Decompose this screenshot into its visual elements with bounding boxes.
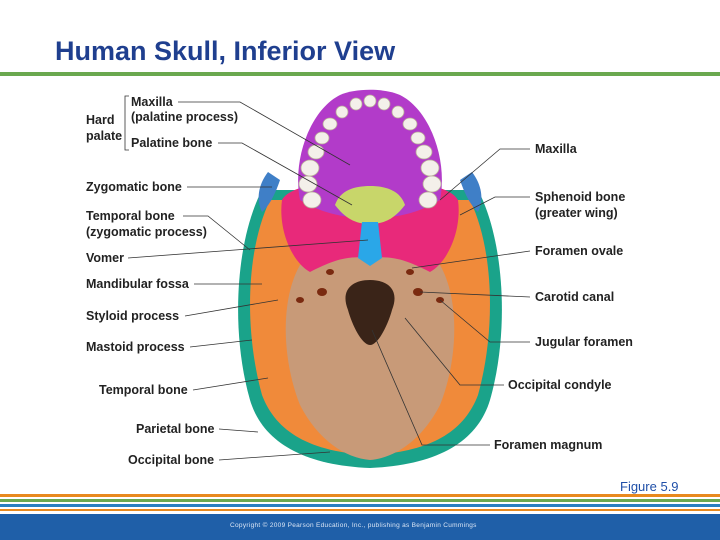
zygomatic-region-right <box>460 172 482 212</box>
footer-stripes <box>0 494 720 512</box>
zygomatic-region-left <box>258 172 280 212</box>
label-occipital-bone: Occipital bone <box>128 453 214 467</box>
title-underline <box>0 72 720 76</box>
foramen-magnum <box>345 280 395 345</box>
label-mandibular-fossa: Mandibular fossa <box>86 277 190 291</box>
skull-illustration <box>238 89 502 468</box>
label-occipital-condyle: Occipital condyle <box>508 378 612 392</box>
label-foramen-ovale: Foramen ovale <box>535 244 623 258</box>
left-leader-lines <box>127 101 369 461</box>
figure-label: Figure 5.9 <box>620 479 679 494</box>
palatine-region <box>335 186 405 224</box>
hard-palate-bracket <box>124 95 129 151</box>
label-zygomatic-bone: Zygomatic bone <box>86 180 182 194</box>
label-temporal-bone: Temporal bone <box>99 383 188 397</box>
label-carotid-canal: Carotid canal <box>535 290 614 304</box>
occipital-region <box>285 253 455 460</box>
stripe-orange-2 <box>0 509 720 511</box>
label-hard-line1: Hard <box>86 113 114 127</box>
footer-bar <box>0 514 720 540</box>
label-maxilla-palatine-1: Maxilla <box>131 95 174 109</box>
label-jugular-foramen: Jugular foramen <box>535 335 633 349</box>
label-parietal-bone: Parietal bone <box>136 422 215 436</box>
label-mastoid-process: Mastoid process <box>86 340 185 354</box>
label-hard-line2: palate <box>86 129 122 143</box>
label-temporal-zyg-1: Temporal bone <box>86 209 175 223</box>
label-sphenoid-2: (greater wing) <box>535 206 618 220</box>
label-palatine-bone: Palatine bone <box>131 136 212 150</box>
label-foramen-magnum: Foramen magnum <box>494 438 602 452</box>
teeth-row <box>298 94 442 209</box>
stripe-orange <box>0 494 720 497</box>
label-temporal-zyg-2: (zygomatic process) <box>86 225 207 239</box>
label-sphenoid-1: Sphenoid bone <box>535 190 625 204</box>
label-maxilla-right: Maxilla <box>535 142 578 156</box>
stripe-blue <box>0 504 720 507</box>
label-maxilla-palatine-2: (palatine process) <box>131 110 238 124</box>
vomer-region <box>358 222 382 266</box>
stripe-green <box>0 499 720 502</box>
label-styloid-process: Styloid process <box>86 309 179 323</box>
right-leader-lines <box>371 148 531 446</box>
label-vomer: Vomer <box>86 251 124 265</box>
copyright-text: Copyright © 2009 Pearson Education, Inc.… <box>230 522 477 529</box>
page-title: Human Skull, Inferior View <box>55 36 396 66</box>
